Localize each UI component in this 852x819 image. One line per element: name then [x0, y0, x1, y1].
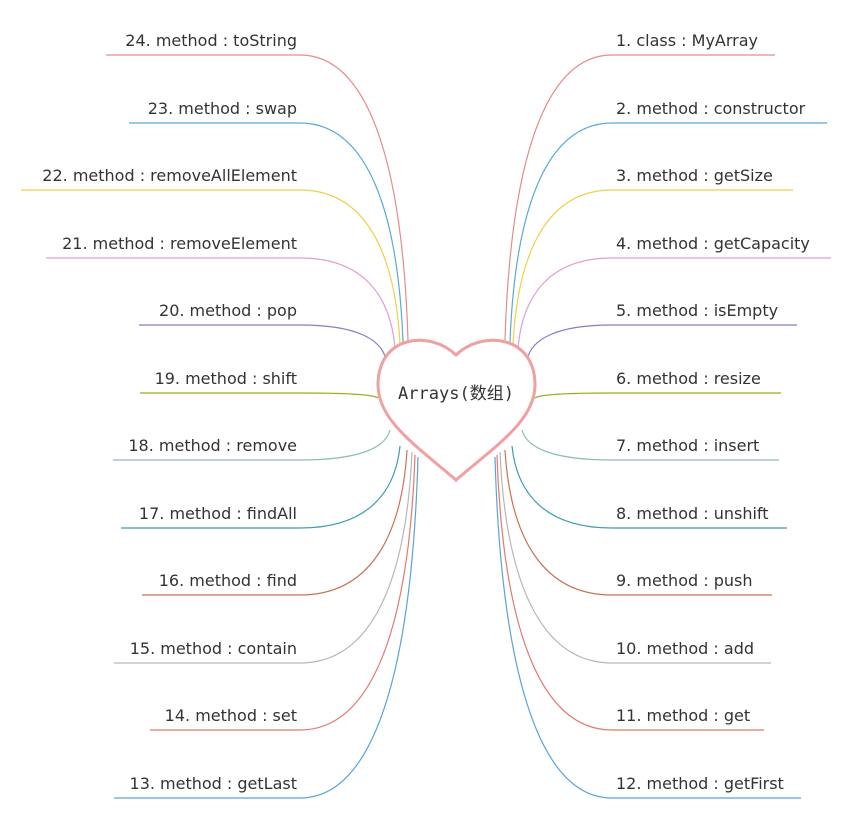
branch-label: 8. method : unshift [616, 504, 769, 523]
branch-connector [494, 456, 613, 799]
branch-right[interactable]: 8. method : unshift [511, 445, 787, 529]
branch-connector [299, 445, 401, 529]
branch-left[interactable]: 24. method : toString [106, 31, 409, 341]
branch-connector [504, 449, 613, 596]
branch-connector [496, 454, 613, 731]
branch-left[interactable]: 13. method : getLast [114, 456, 419, 799]
branch-right[interactable]: 4. method : getCapacity [517, 234, 831, 349]
branch-label: 10. method : add [616, 639, 754, 658]
branch-connector [511, 445, 613, 529]
branch-label: 5. method : isEmpty [616, 301, 778, 320]
branch-label: 16. method : find [159, 571, 297, 590]
branch-right[interactable]: 12. method : getFirst [494, 456, 801, 799]
branch-connector [299, 392, 379, 399]
branch-connector [299, 429, 391, 461]
branch-label: 13. method : getLast [130, 774, 297, 793]
central-topic-label: Arrays(数组) [398, 384, 514, 404]
branch-right[interactable]: 1. class : MyArray [504, 31, 775, 341]
branch-label: 2. method : constructor [616, 99, 806, 118]
branch-connector [526, 324, 613, 361]
branch-connector [299, 449, 408, 596]
branch-connector [299, 454, 416, 731]
branch-connector [517, 257, 613, 349]
branch-right[interactable]: 11. method : get [496, 454, 764, 731]
branch-left[interactable]: 17. method : findAll [121, 445, 401, 529]
branch-left[interactable]: 23. method : swap [129, 99, 404, 343]
branch-connector [299, 324, 387, 361]
branch-connector [509, 122, 613, 343]
branch-right[interactable]: 10. method : add [499, 451, 771, 664]
branch-connector [299, 257, 396, 349]
heart-shape [376, 338, 537, 482]
branch-left[interactable]: 18. method : remove [113, 429, 391, 461]
branch-connector [299, 54, 409, 341]
branch-label: 6. method : resize [616, 369, 761, 388]
branch-connector [499, 451, 613, 664]
branch-right[interactable]: 7. method : insert [521, 429, 779, 461]
branch-label: 1. class : MyArray [616, 31, 758, 50]
branch-label: 14. method : set [165, 706, 297, 725]
branch-label: 19. method : shift [155, 369, 297, 388]
branch-right[interactable]: 9. method : push [504, 449, 772, 596]
branch-left[interactable]: 21. method : removeElement [46, 234, 396, 349]
branch-connector [299, 122, 404, 343]
branch-right[interactable]: 5. method : isEmpty [526, 301, 797, 361]
branch-label: 24. method : toString [125, 31, 297, 50]
branch-label: 18. method : remove [128, 436, 297, 455]
branch-label: 9. method : push [616, 571, 752, 590]
branch-label: 21. method : removeElement [62, 234, 297, 253]
branch-connector [534, 392, 613, 399]
branch-label: 7. method : insert [616, 436, 759, 455]
branch-right[interactable]: 3. method : getSize [512, 166, 793, 345]
central-topic[interactable]: Arrays(数组) [376, 338, 537, 482]
branch-left[interactable]: 15. method : contain [114, 451, 413, 664]
branch-label: 23. method : swap [148, 99, 297, 118]
branch-connector [512, 189, 613, 345]
branch-label: 15. method : contain [130, 639, 297, 658]
branch-connector [299, 456, 419, 799]
branch-left[interactable]: 16. method : find [142, 449, 408, 596]
branch-connector [521, 429, 613, 461]
branches: 1. class : MyArray 2. method : constructo… [21, 31, 831, 799]
branch-right[interactable]: 2. method : constructor [509, 99, 827, 343]
branch-label: 22. method : removeAllElement [42, 166, 297, 185]
branch-right[interactable]: 6. method : resize [534, 369, 781, 399]
branch-left[interactable]: 14. method : set [150, 454, 416, 731]
branch-label: 20. method : pop [159, 301, 297, 320]
branch-left[interactable]: 20. method : pop [139, 301, 387, 361]
branch-left[interactable]: 22. method : removeAllElement [21, 166, 401, 345]
branch-connector [299, 451, 413, 664]
branch-label: 11. method : get [616, 706, 750, 725]
branch-label: 4. method : getCapacity [616, 234, 810, 253]
branch-label: 3. method : getSize [616, 166, 773, 185]
branch-connector [504, 54, 613, 341]
branch-label: 17. method : findAll [139, 504, 297, 523]
branch-connector [299, 189, 401, 345]
branch-left[interactable]: 19. method : shift [140, 369, 379, 399]
branch-label: 12. method : getFirst [616, 774, 784, 793]
